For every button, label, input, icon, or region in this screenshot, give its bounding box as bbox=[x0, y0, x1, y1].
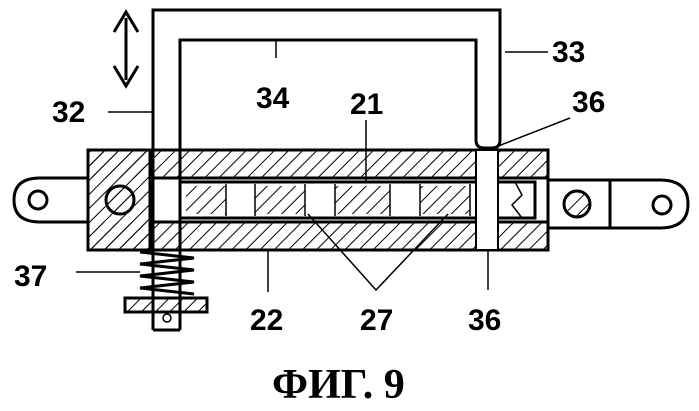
label-36-top: 36 bbox=[572, 86, 605, 119]
label-21: 21 bbox=[350, 88, 383, 121]
label-37: 37 bbox=[14, 260, 47, 293]
slot-36 bbox=[476, 150, 498, 250]
label-27: 27 bbox=[360, 304, 393, 337]
right-eye-connector bbox=[610, 180, 688, 228]
double-headed-vertical-arrow-icon bbox=[114, 12, 138, 86]
label-36-bottom: 36 bbox=[468, 304, 501, 337]
spring bbox=[140, 252, 194, 294]
label-33: 33 bbox=[552, 36, 585, 69]
label-22: 22 bbox=[250, 304, 283, 337]
left-eye-connector bbox=[14, 178, 88, 222]
u-shaped-handle bbox=[153, 10, 500, 150]
label-32: 32 bbox=[52, 96, 85, 129]
label-34: 34 bbox=[256, 82, 290, 115]
base-washer bbox=[125, 298, 207, 312]
left-bolt bbox=[106, 186, 134, 214]
figure-caption: ФИГ. 9 bbox=[272, 362, 405, 408]
right-link-plate bbox=[548, 180, 610, 228]
